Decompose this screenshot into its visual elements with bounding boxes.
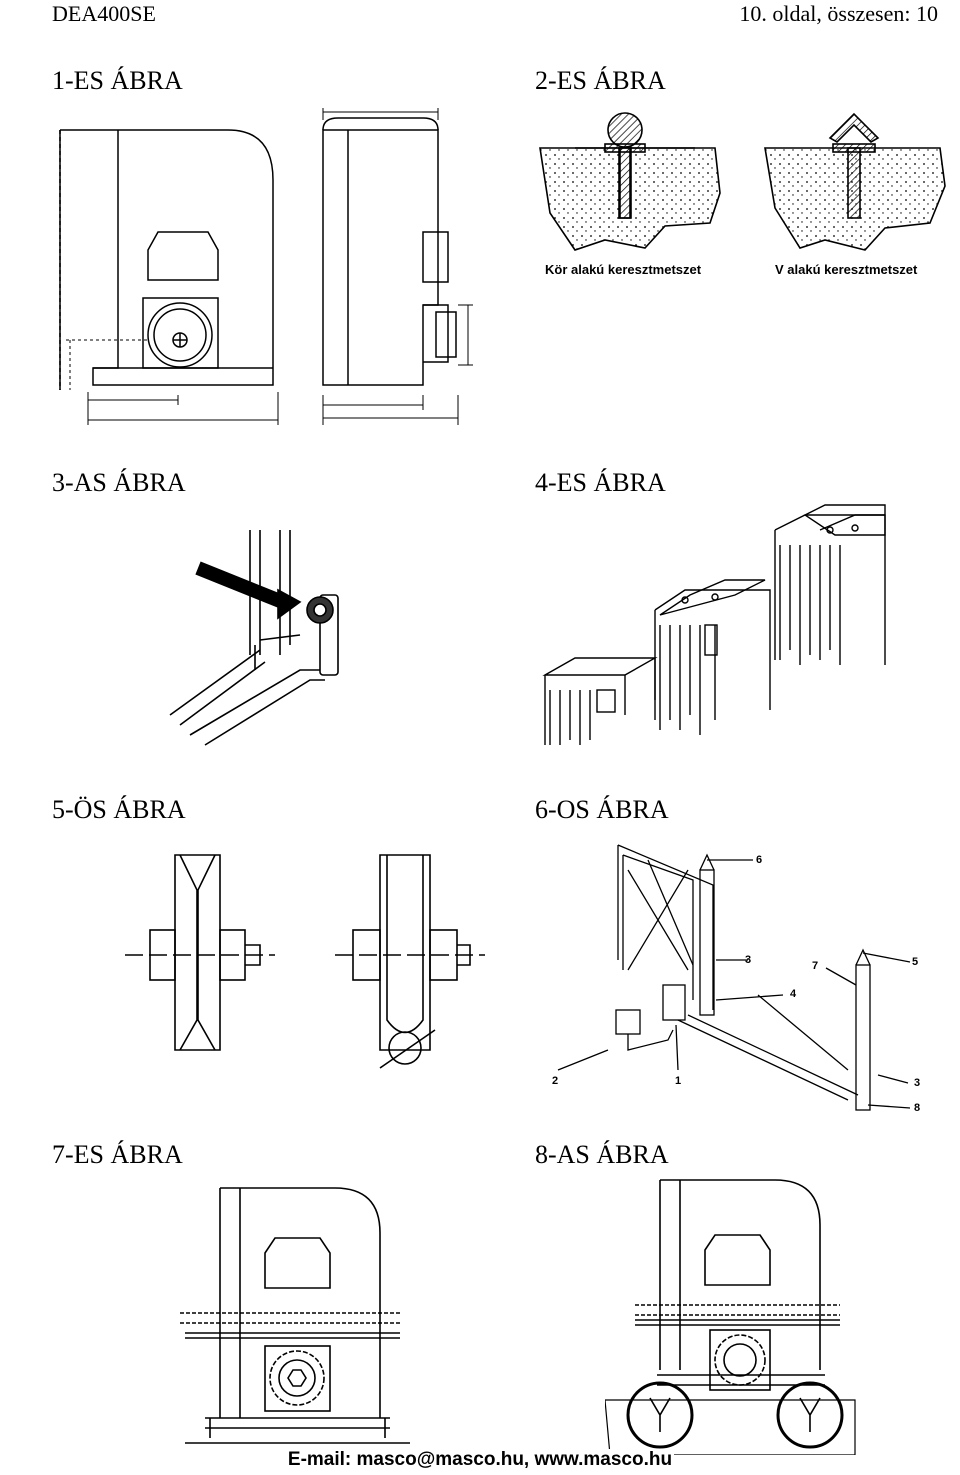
figure-8-drawing [605,1170,860,1455]
figure-1-title: 1-ES ÁBRA [52,66,183,95]
footer-contact-text: E-mail: masco@masco.hu, www.masco.hu [285,1449,675,1470]
figure-6-callout-5: 5 [912,956,919,968]
figure-2-caption-v: V alakú keresztmetszet [775,262,918,277]
figure-3-drawing [160,530,360,750]
figure-6-callout-3: 3 [745,954,752,966]
figure-7-title: 7-ES ÁBRA [52,1140,183,1169]
figure-6-title: 6-OS ÁBRA [535,795,669,824]
figure-5-title: 5-ÖS ÁBRA [52,795,186,824]
figure-6-callout-2: 2 [552,1075,559,1087]
page-info: 10. oldal, összesen: 10 [739,1,938,26]
figure-6-callout-3b: 3 [914,1077,921,1089]
figure-5-drawing [125,850,490,1080]
figure-6-drawing [548,840,938,1120]
figure-2-caption-round: Kör alakú keresztmetszet [545,262,702,277]
figure-4-title: 4-ES ÁBRA [535,468,666,497]
figure-6-callout-4: 4 [790,988,797,1000]
figure-7-drawing [180,1178,420,1448]
figure-2-drawing [535,108,950,258]
figure-4-drawing [535,500,955,745]
figure-1-drawing [48,100,488,435]
document-model: DEA400SE [52,1,156,26]
figure-6-callout-1: 1 [675,1075,682,1087]
figure-3-title: 3-AS ÁBRA [52,468,186,497]
footer-contact: E-mail: masco@masco.hu, www.masco.hu [0,1449,960,1471]
figure-8-title: 8-AS ÁBRA [535,1140,669,1169]
figure-6-callout-6: 6 [756,854,763,866]
figure-6-callout-7: 7 [812,960,819,972]
figure-6-callout-8: 8 [914,1102,921,1114]
figure-2-title: 2-ES ÁBRA [535,66,666,95]
